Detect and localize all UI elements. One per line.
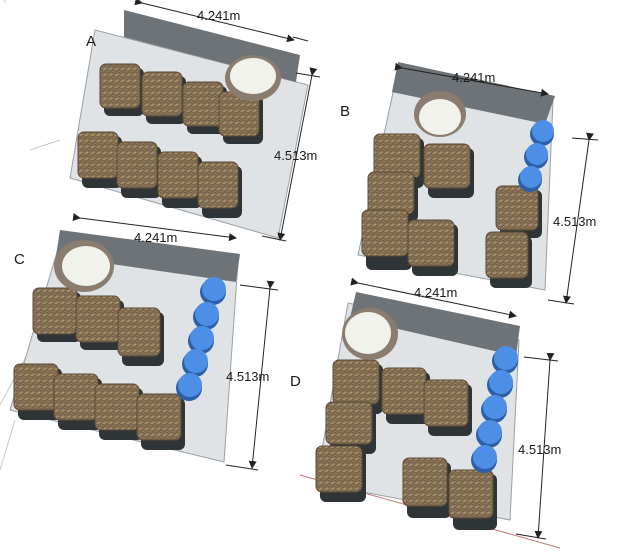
hay-bale (157, 151, 202, 208)
layout-a-label: A (86, 33, 96, 50)
wall-c (56, 230, 240, 282)
water-drum (518, 166, 542, 192)
drums-d (471, 346, 518, 473)
layout-c-label: C (14, 251, 25, 268)
hay-bales-b (361, 133, 542, 288)
hay-bale (485, 231, 532, 288)
water-drum (530, 120, 554, 146)
layout-b-depth: 4.513m (553, 214, 596, 229)
hay-bale (423, 379, 472, 436)
water-drum (188, 326, 214, 354)
hay-bale (136, 393, 185, 450)
water-drum (182, 349, 208, 377)
hay-bale (77, 131, 122, 188)
hay-bale (13, 363, 62, 420)
hay-bales-a (77, 63, 263, 218)
hay-bale (218, 91, 263, 144)
layout-a-width: 4.241m (197, 8, 240, 23)
water-drum (492, 346, 518, 374)
hay-bales-c (13, 287, 185, 450)
hay-bale (53, 373, 102, 430)
hay-bale (99, 63, 144, 116)
hay-bale (315, 445, 366, 502)
layout-b: B 4.241m 4.513m (340, 62, 599, 305)
layout-c: C 4.241m 4.513m (9, 213, 279, 471)
hay-bale (381, 367, 430, 424)
water-drum (200, 277, 226, 305)
hay-bale (495, 185, 542, 238)
hay-bales-d (315, 359, 497, 530)
water-drum (524, 143, 548, 169)
layout-c-depth: 4.513m (226, 369, 269, 384)
layout-b-label: B (340, 103, 350, 120)
water-drum (471, 445, 497, 473)
hay-bale (423, 143, 474, 198)
dimension-depth-b (547, 132, 599, 305)
hay-bale (32, 287, 81, 342)
dimension-width-a (134, 0, 309, 43)
dimension-depth-d (515, 352, 559, 540)
layout-c-width: 4.241m (134, 230, 177, 245)
water-drum (481, 395, 507, 423)
dimension-width-c (72, 213, 237, 242)
hay-bale (117, 307, 164, 366)
hay-bale (116, 141, 161, 198)
hay-bale (448, 469, 497, 530)
layout-d-depth: 4.513m (518, 442, 561, 457)
water-drum (487, 370, 513, 398)
hay-bale (75, 295, 124, 350)
water-drum (176, 373, 202, 401)
water-tank-c (54, 240, 114, 292)
hay-bale (402, 457, 451, 518)
drums-b (518, 120, 554, 192)
layout-a: A 4.241m 4.513m (69, 0, 321, 242)
water-drum (193, 302, 219, 330)
hay-bale (407, 219, 458, 276)
water-tank-b (414, 91, 466, 137)
hay-bale (197, 161, 242, 218)
water-drum (476, 420, 502, 448)
hay-bale (325, 401, 376, 454)
dimension-depth-a (261, 67, 321, 242)
drums-c (176, 277, 226, 401)
layout-d-label: D (290, 373, 301, 390)
water-tank-a (225, 55, 281, 101)
water-tank-d (342, 308, 398, 360)
layout-b-width: 4.241m (452, 70, 495, 85)
dimension-width-b (394, 62, 549, 97)
hay-bale (94, 383, 143, 440)
hay-bale (141, 71, 186, 124)
layout-a-depth: 4.513m (274, 148, 317, 163)
dimension-depth-c (225, 280, 279, 471)
dimension-width-d (350, 277, 517, 319)
hay-bale (361, 209, 412, 270)
layout-d: D 4.241m 4.513m (290, 277, 561, 540)
layout-d-width: 4.241m (414, 285, 457, 300)
